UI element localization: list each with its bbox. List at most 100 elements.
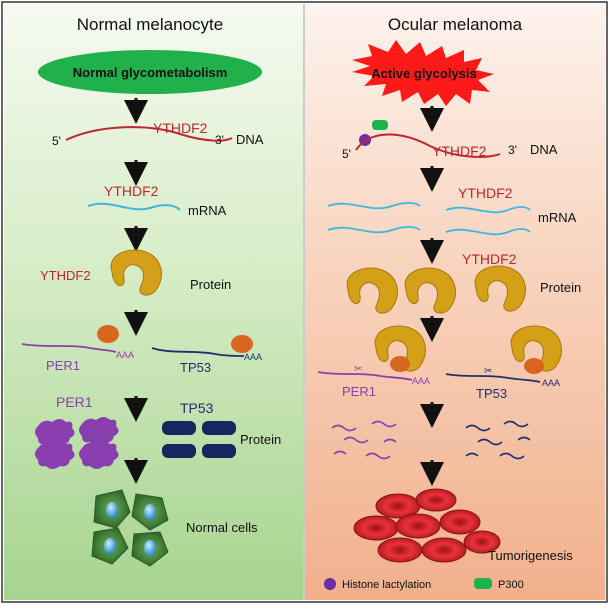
rna-fragment [465, 424, 491, 432]
right-dna-gene: YTHDF2 [432, 143, 487, 159]
rna-fragment [383, 438, 397, 443]
right-per1-label: PER1 [342, 384, 376, 399]
tumor-cell-icon [421, 537, 467, 563]
tumor-cell-icon [415, 488, 457, 512]
rna-fragment [331, 424, 357, 432]
rna-fragment [333, 450, 347, 455]
rna-fragment [517, 436, 531, 441]
left-dna-gene: YTHDF2 [153, 120, 208, 136]
per1-transcript [317, 371, 413, 381]
left-mrna-label: mRNA [188, 203, 227, 218]
degraded-tp53-fragments [465, 420, 531, 460]
left-dna-label: DNA [236, 132, 264, 147]
right-outcome-label: Tumorigenesis [488, 548, 573, 563]
right-per1-polya: AAA [412, 376, 430, 386]
left-protein2-label: Protein [240, 432, 281, 447]
left-mrna-strand [87, 202, 181, 211]
tp53-protein-icons [162, 421, 236, 458]
ythdf2-bound-blob-icon [390, 356, 410, 372]
legend-histone-lactylation: Histone lactylation [342, 579, 431, 591]
tp53-transcript [445, 373, 541, 383]
normal-cell-icon [91, 527, 129, 565]
tp53-protein-icon [162, 444, 196, 458]
per1-protein-icons [35, 417, 119, 469]
active-glycolysis-burst-icon [352, 40, 494, 106]
left-per1-protein-label: PER1 [56, 394, 93, 410]
left-per1-label: PER1 [46, 358, 80, 373]
left-tp53-polya: AAA [244, 352, 262, 362]
per1-protein-icon [35, 441, 75, 469]
per1-transcript [21, 343, 117, 353]
per1-protein-icon [35, 419, 75, 447]
normal-glycometabolism-label: Normal glycometabolism [73, 65, 228, 80]
right-mrna-strands [327, 202, 531, 236]
left-per1-polya: AAA [116, 350, 134, 360]
mrna-strand [445, 228, 531, 236]
tumor-cell-icon [463, 530, 501, 554]
normal-cells-icons [91, 489, 169, 567]
left-outcome-label: Normal cells [186, 520, 258, 535]
right-ythdf2-proteins [346, 265, 526, 314]
left-dna-strand [65, 126, 233, 142]
tumor-cell-icon [395, 513, 441, 539]
tp53-protein-icon [162, 421, 196, 435]
tumor-cell-icon [439, 509, 481, 535]
tumor-cells-icons [353, 488, 501, 563]
rna-fragment [343, 436, 369, 444]
rna-fragment [371, 420, 397, 428]
ythdf2-bound-blob-icon [97, 325, 119, 343]
right-dna-3prime: 3' [508, 143, 517, 157]
right-dna-label: DNA [530, 142, 558, 157]
left-title: Normal melanocyte [77, 15, 223, 34]
p300-icon [372, 120, 388, 130]
active-glycolysis-label: Active glycolysis [371, 66, 477, 81]
tp53-protein-icon [202, 421, 236, 435]
per1-protein-icon [79, 441, 119, 469]
rna-fragment [503, 420, 529, 428]
ythdf2-protein-icon [110, 249, 162, 296]
per1-protein-icon [79, 417, 119, 445]
p300-legend-icon [474, 578, 492, 589]
tumor-cell-icon [353, 515, 399, 541]
normal-cell-icon [131, 493, 169, 531]
normal-cell-icon [131, 531, 169, 567]
degraded-per1-fragments [331, 420, 397, 460]
tp53-transcript [151, 347, 245, 357]
ythdf2-protein-icon [404, 267, 456, 314]
legend-p300: P300 [498, 579, 524, 591]
right-mrna-label: mRNA [538, 210, 577, 225]
rna-fragment [465, 452, 479, 457]
tp53-protein-icon [202, 444, 236, 458]
ythdf2-bound-blob-icon [524, 358, 544, 374]
histone-lactylation-legend-icon [324, 578, 336, 590]
right-protein-gene: YTHDF2 [462, 251, 517, 267]
ythdf2-bound-blob-icon [231, 335, 253, 353]
legend: Histone lactylation P300 [324, 578, 524, 591]
rna-fragment [365, 452, 391, 460]
rna-fragment [477, 438, 503, 446]
right-title: Ocular melanoma [388, 15, 523, 34]
normal-glycometabolism-ellipse [38, 50, 262, 94]
right-mrna-gene: YTHDF2 [458, 185, 513, 201]
right-dna-5prime: 5' [342, 147, 351, 161]
scissors-icon: ✂ [354, 364, 362, 375]
left-dna-3prime: 3' [215, 133, 224, 147]
left-mrna-gene: YTHDF2 [104, 183, 159, 199]
right-dna-strand [355, 133, 501, 158]
mrna-strand [327, 202, 421, 210]
rna-fragment [499, 452, 525, 460]
right-tp53-label: TP53 [476, 386, 507, 401]
ythdf2-protein-icon [474, 265, 526, 312]
mrna-strand [327, 226, 421, 234]
ythdf2-protein-icon [346, 267, 398, 314]
left-protein-label: Protein [190, 277, 231, 292]
right-tp53-polya: AAA [542, 378, 560, 388]
scissors-icon: ✂ [484, 366, 492, 377]
left-tp53-protein-label: TP53 [180, 400, 214, 416]
left-protein-gene: YTHDF2 [40, 268, 91, 283]
left-dna-5prime: 5' [52, 134, 61, 148]
mrna-strand [445, 206, 531, 214]
right-protein-label: Protein [540, 280, 581, 295]
